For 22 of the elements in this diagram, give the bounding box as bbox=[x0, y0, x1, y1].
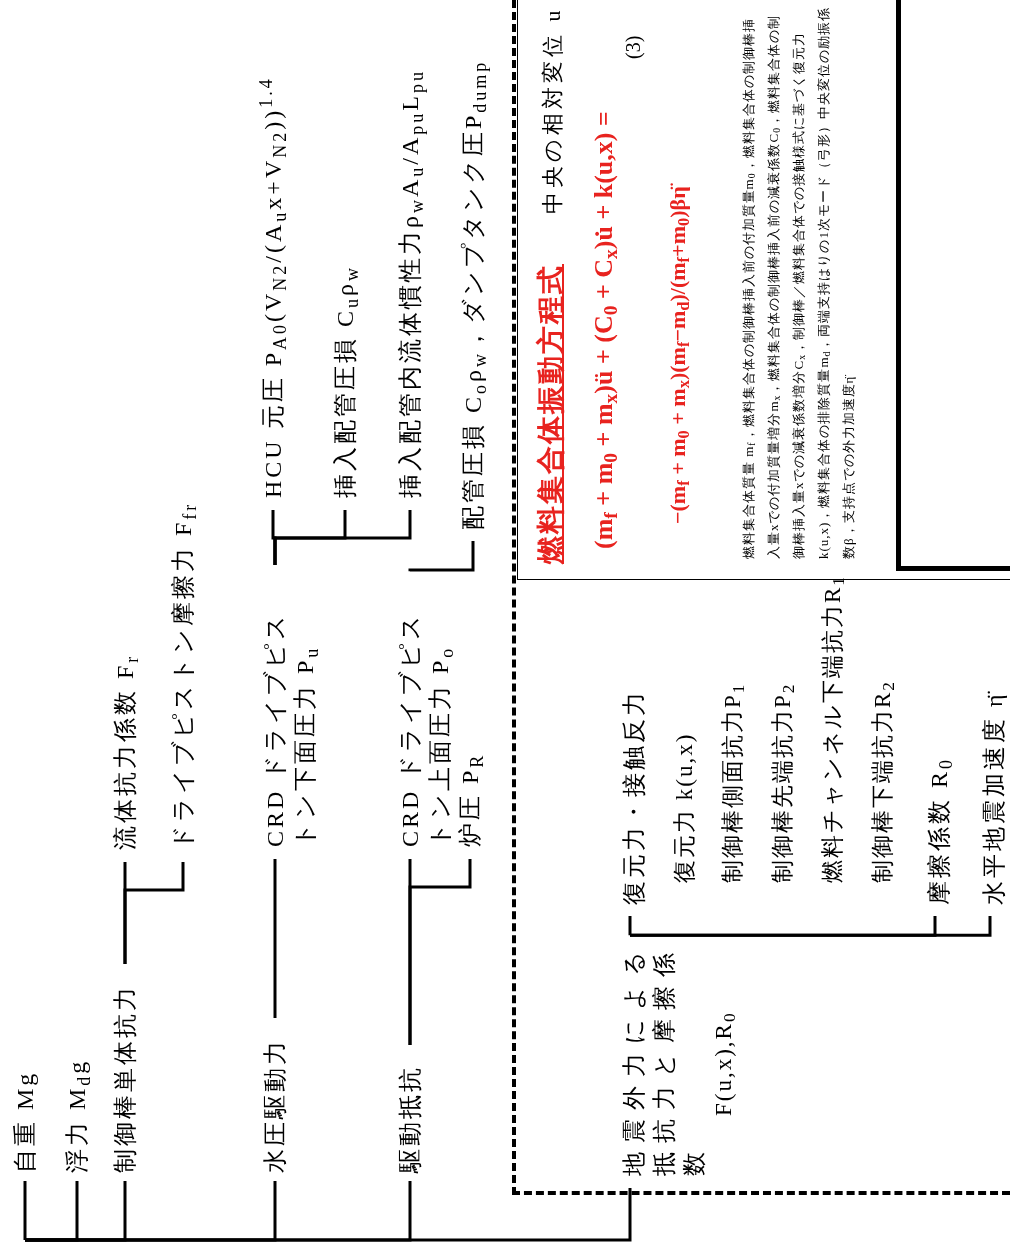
connector-line bbox=[25, 1188, 632, 1242]
connector-line bbox=[123, 862, 185, 964]
connector-line bbox=[273, 510, 412, 565]
term-label: 水圧駆動力 bbox=[260, 1038, 290, 1173]
connector-line bbox=[628, 916, 992, 937]
connector-line bbox=[628, 916, 632, 937]
term-label: 駆動抵抗 bbox=[395, 1065, 425, 1173]
variable-label: 中央の相対変位 u bbox=[539, 6, 566, 214]
equation-title: 燃料集合体振動方程式 bbox=[534, 264, 567, 564]
dashed-boundary bbox=[512, 0, 1010, 1195]
term-label: 自重 Mg bbox=[10, 1070, 40, 1173]
term-label: 水平地震加速度 η̈ bbox=[979, 691, 1009, 905]
connector-line bbox=[23, 1181, 27, 1242]
connector-line bbox=[273, 859, 277, 1018]
equation-number: (3) bbox=[621, 35, 646, 59]
term-label: 復元力・接触反力 bbox=[619, 689, 649, 905]
term-label: 復元力 k(u,x) bbox=[671, 732, 698, 883]
term-label: 地震外力による抵抗力と摩擦係数 bbox=[620, 941, 708, 1176]
term-label: 制御棒単体抗力 bbox=[110, 984, 140, 1173]
equation-panel bbox=[517, 0, 1010, 580]
connector-line bbox=[408, 541, 475, 573]
connector-line bbox=[408, 859, 472, 1045]
